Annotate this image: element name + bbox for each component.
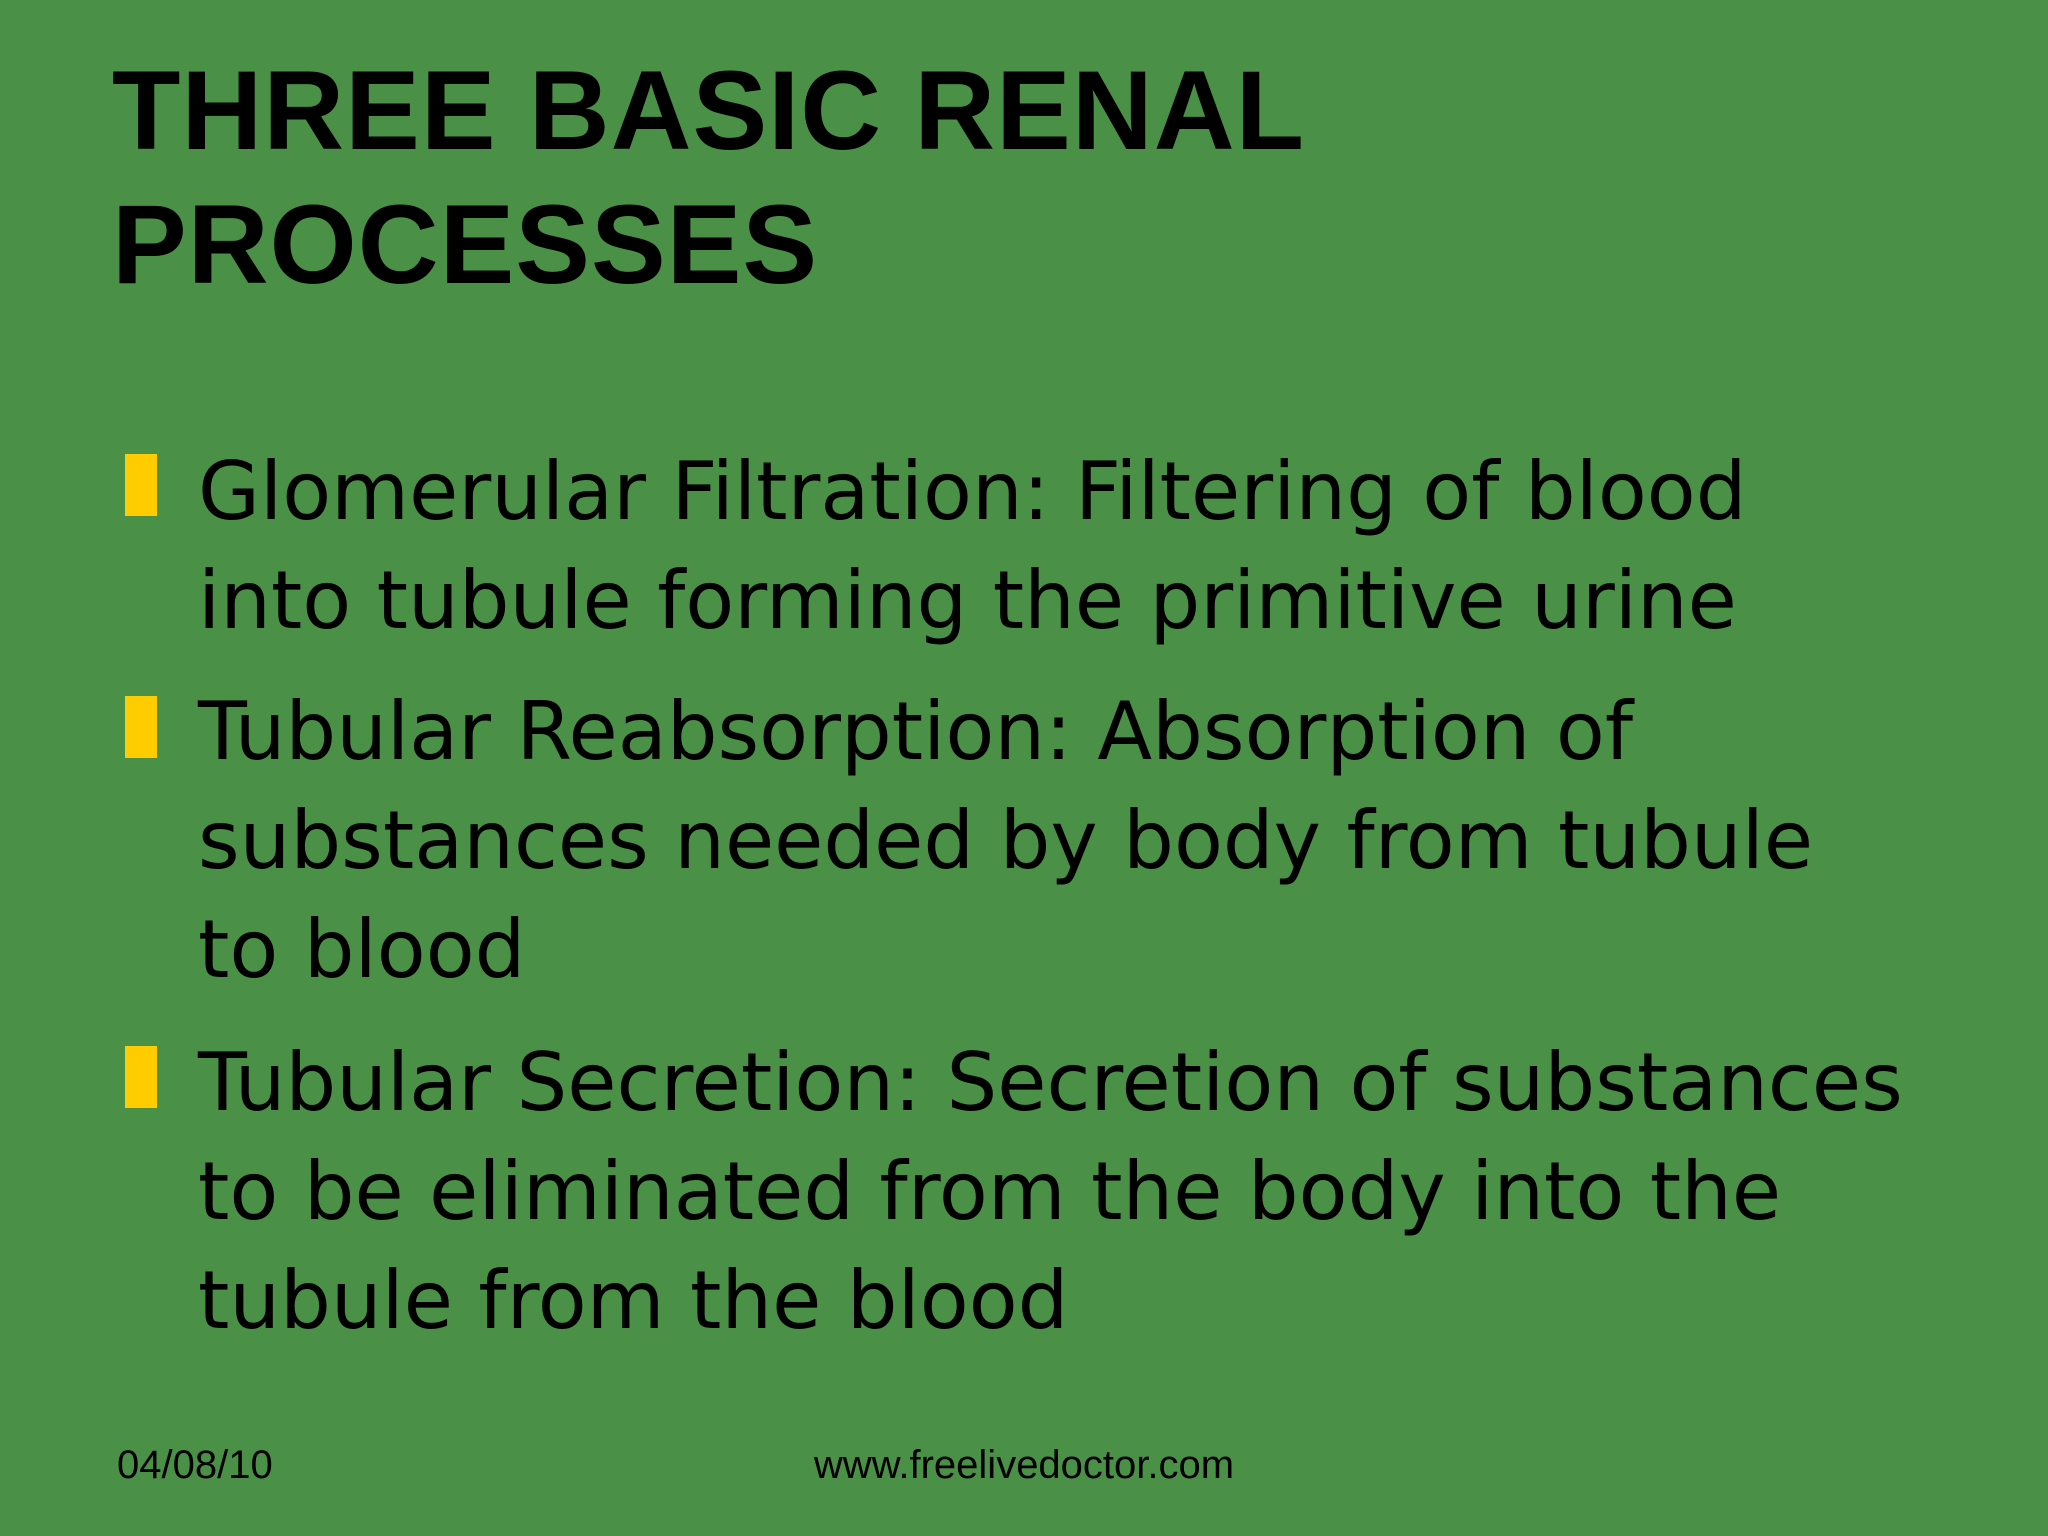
bullet-line: Tubular Secretion: Secretion of substanc… bbox=[198, 1036, 1903, 1129]
bullet-line: tubule from the blood bbox=[198, 1254, 1069, 1347]
slide-title-line-1: THREE BASIC RENAL bbox=[112, 48, 1306, 173]
bullet-line: Tubular Reabsorption: Absorption of bbox=[198, 685, 1633, 778]
bullet-text: Tubular Secretion: Secretion of substanc… bbox=[198, 1028, 1958, 1355]
bullet-marker-icon bbox=[125, 454, 157, 516]
bullet-text: Glomerular Filtration: Filtering of bloo… bbox=[198, 437, 1958, 655]
bullet-line: substances needed by body from tubule bbox=[198, 794, 1814, 887]
footer-url: www.freelivedoctor.com bbox=[813, 1443, 1235, 1487]
bullet-line: into tubule forming the primitive urine bbox=[198, 554, 1737, 647]
footer-date: 04/08/10 bbox=[117, 1443, 273, 1487]
bullet-marker-icon bbox=[125, 1046, 157, 1108]
bullet-line: to blood bbox=[198, 903, 526, 996]
slide-title-line-2: PROCESSES bbox=[112, 182, 819, 307]
slide-title: THREE BASIC RENAL PROCESSES bbox=[112, 44, 1812, 312]
bullet-line: Glomerular Filtration: Filtering of bloo… bbox=[198, 445, 1747, 538]
bullet-text: Tubular Reabsorption: Absorption of subs… bbox=[198, 677, 1958, 1004]
bullet-line: to be eliminated from the body into the bbox=[198, 1145, 1782, 1238]
bullet-marker-icon bbox=[125, 696, 157, 758]
